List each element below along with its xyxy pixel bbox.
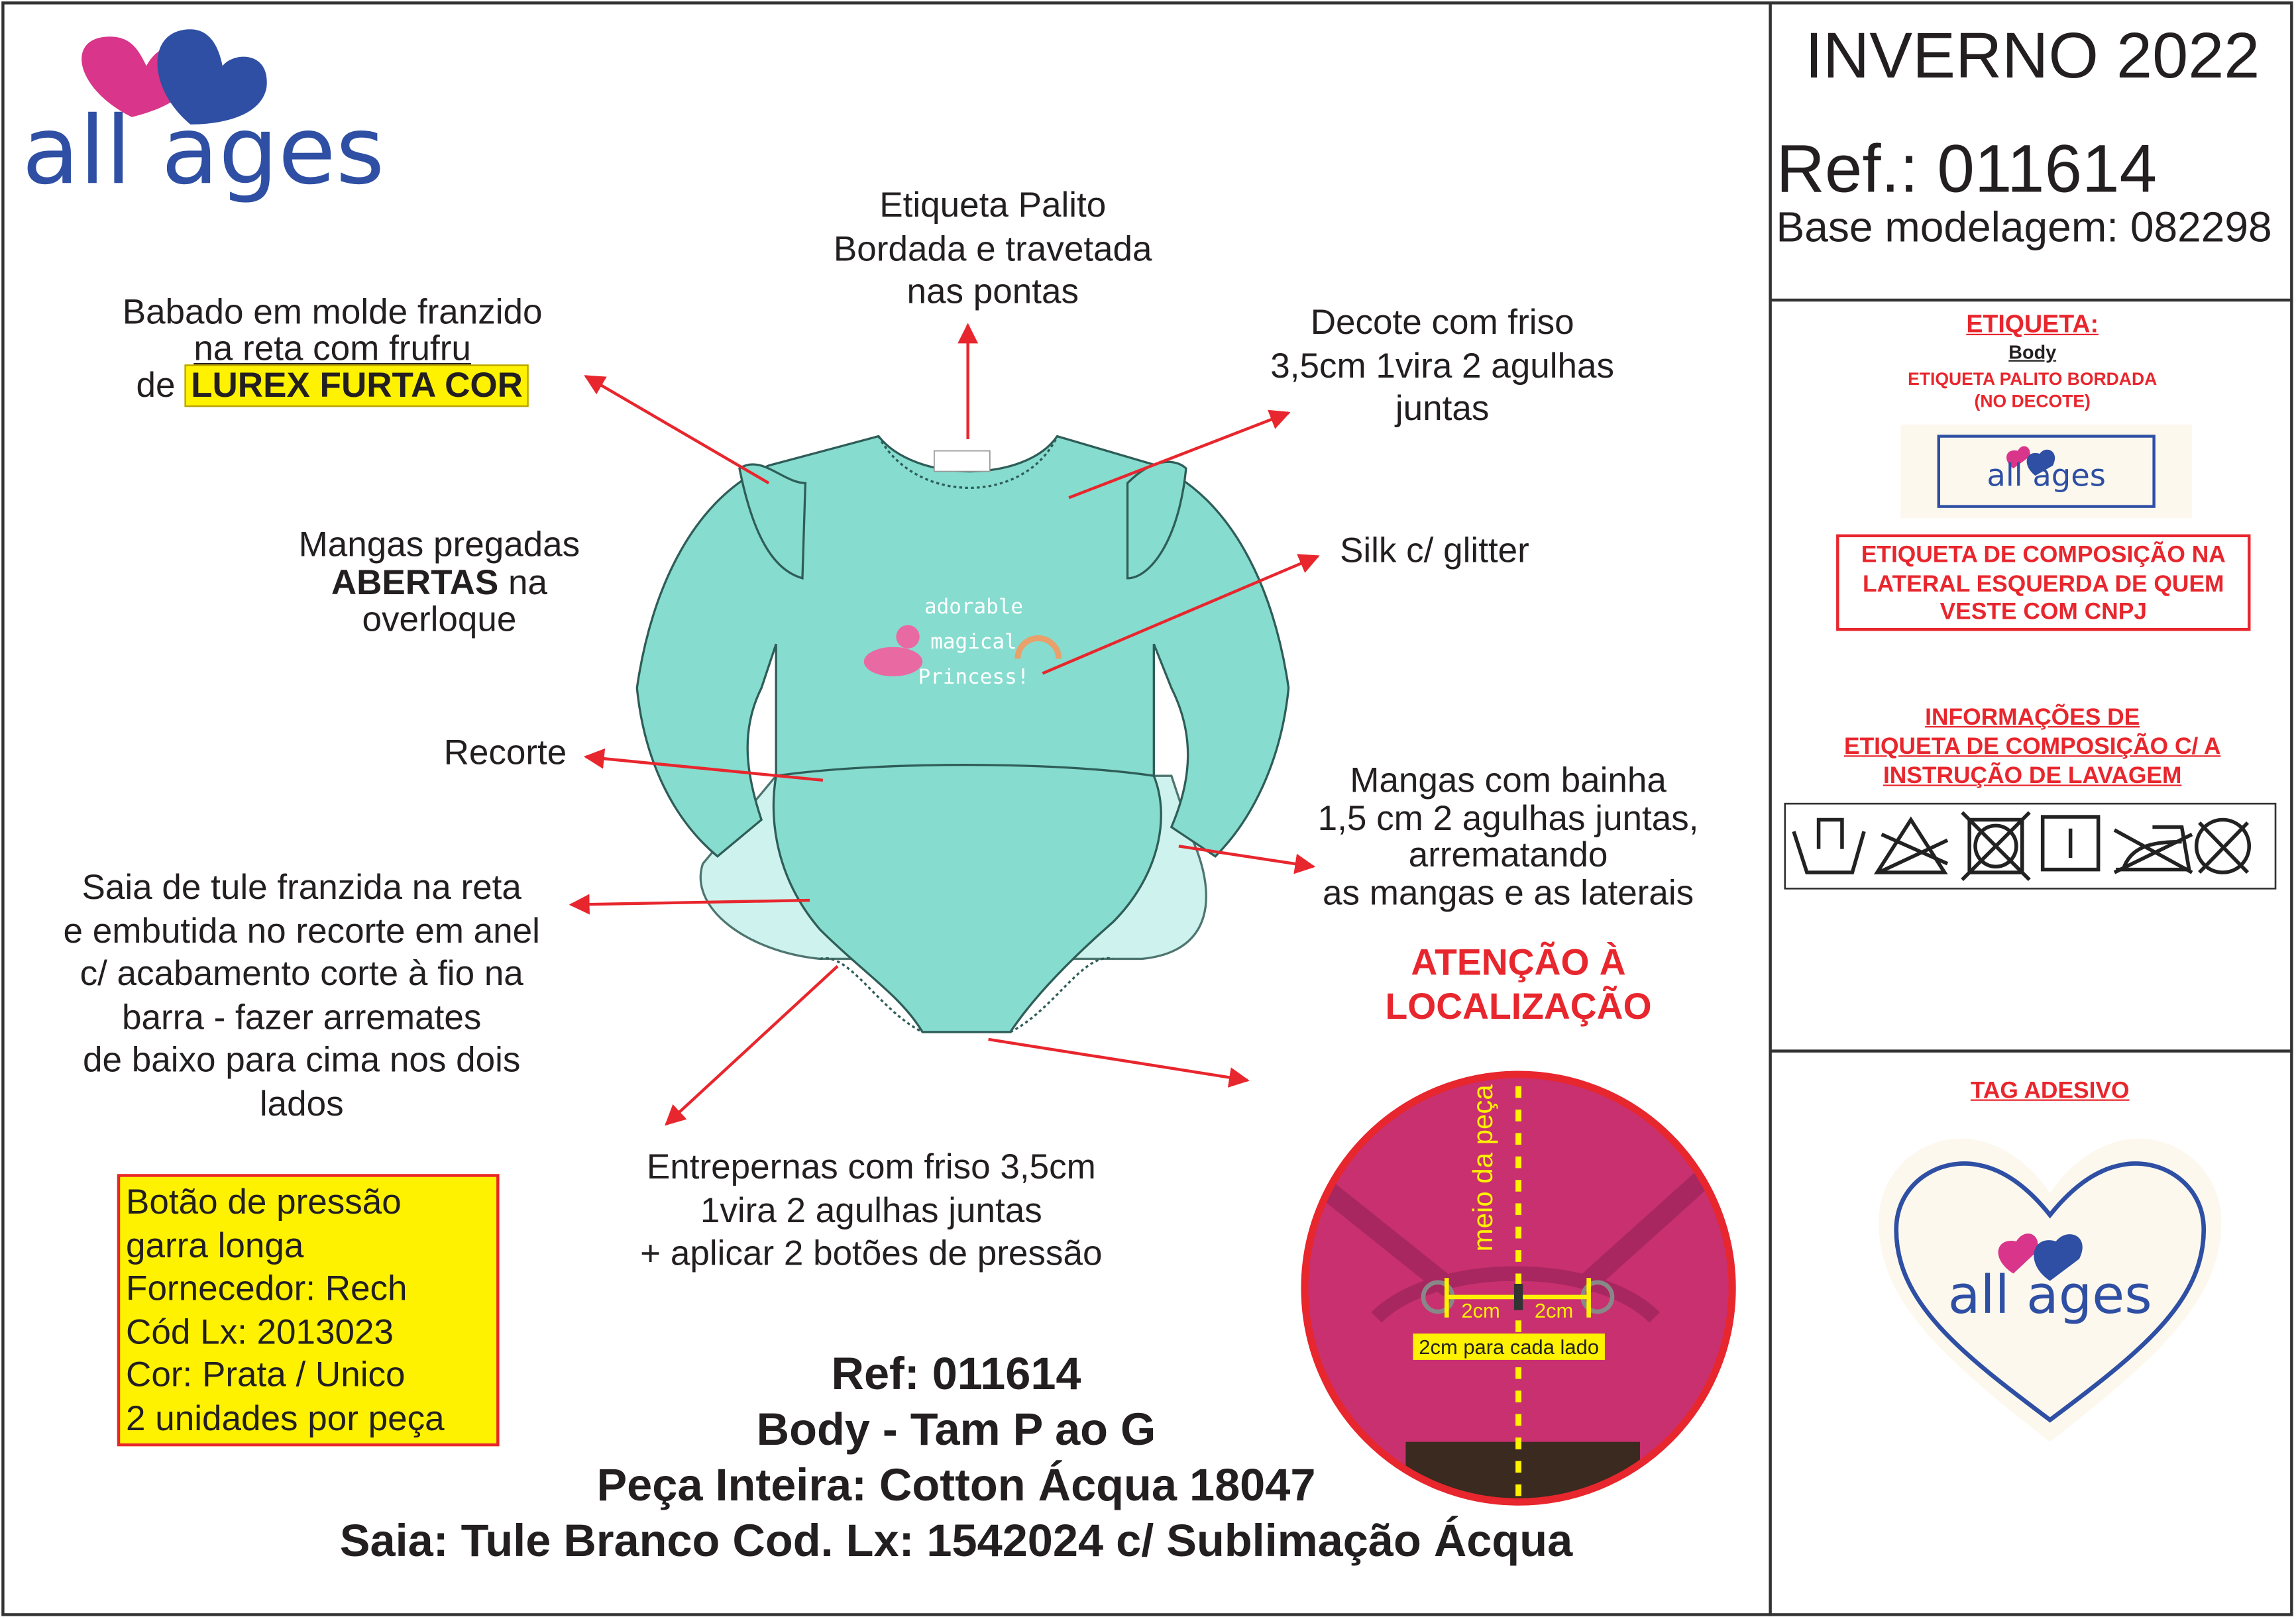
- care-info-line: INSTRUÇÃO DE LAVAGEM: [1883, 764, 2182, 790]
- no-tumble-dry-icon: [1961, 811, 2031, 882]
- base-model: Base modelagem: 082298: [1776, 205, 2272, 252]
- hand-wash-icon: [1792, 817, 1866, 874]
- season-title: INVERNO 2022: [1805, 20, 2260, 93]
- svg-text:all ages: all ages: [22, 97, 384, 205]
- attention-photo: [1301, 1071, 1736, 1506]
- reference-number: Ref.: 011614: [1776, 130, 2158, 207]
- measure-note: 2cm para cada lado: [1413, 1333, 1605, 1360]
- line-dry-icon: [2040, 815, 2101, 872]
- etiqueta-item: Body: [2008, 340, 2057, 364]
- annotation-mangas-pregadas: Mangas pregadas ABERTAS na overloque: [298, 525, 580, 640]
- no-dry-clean-icon: [2194, 817, 2252, 874]
- tag-heart-logo: [1879, 1138, 2222, 1442]
- composition-line: VESTE COM CNPJ: [1940, 600, 2147, 625]
- composition-line: LATERAL ESQUERDA DE QUEM: [1863, 571, 2224, 597]
- annotation-babado: Babado em molde franzido na reta com fru…: [40, 291, 626, 407]
- etiqueta-line: ETIQUETA PALITO BORDADA: [1908, 368, 2158, 390]
- brand-logo: all ages: [22, 29, 384, 205]
- annotation-silk: Silk c/ glitter: [1339, 531, 1529, 571]
- no-bleach-icon: [1873, 816, 1949, 874]
- care-info-line: INFORMAÇÕES DE: [1925, 705, 2140, 731]
- tag-logo-text: all ages: [1947, 1266, 2152, 1327]
- composition-box: ETIQUETA DE COMPOSIÇÃO NA LATERAL ESQUERD…: [1837, 542, 2249, 627]
- care-info-line: ETIQUETA DE COMPOSIÇÃO C/ A: [1844, 735, 2221, 760]
- annotation-recorte: Recorte: [443, 733, 567, 773]
- center-label: meio da peça: [1468, 1084, 1500, 1252]
- lurex-highlight: LUREX FURTA COR: [185, 364, 529, 407]
- garment-illustration: [635, 435, 1290, 1033]
- label-logo-text: all ages: [1987, 458, 2106, 494]
- care-info-title: INFORMAÇÕES DE ETIQUETA DE COMPOSIÇÃO C/ …: [1772, 704, 2293, 792]
- etiqueta-line: (NO DECOTE): [1974, 391, 2091, 411]
- etiqueta-title: ETIQUETA:: [1966, 310, 2099, 339]
- care-symbols: [1792, 811, 2252, 882]
- annotation-arrows: [569, 323, 1320, 1126]
- tag-title: TAG ADESIVO: [1970, 1078, 2130, 1104]
- composition-line: ETIQUETA DE COMPOSIÇÃO NA: [1861, 543, 2226, 568]
- left-measure: 2cm: [1461, 1298, 1500, 1322]
- dino-print-icon: [863, 625, 1062, 676]
- right-measure: 2cm: [1534, 1298, 1574, 1322]
- no-iron-icon: [2113, 825, 2193, 874]
